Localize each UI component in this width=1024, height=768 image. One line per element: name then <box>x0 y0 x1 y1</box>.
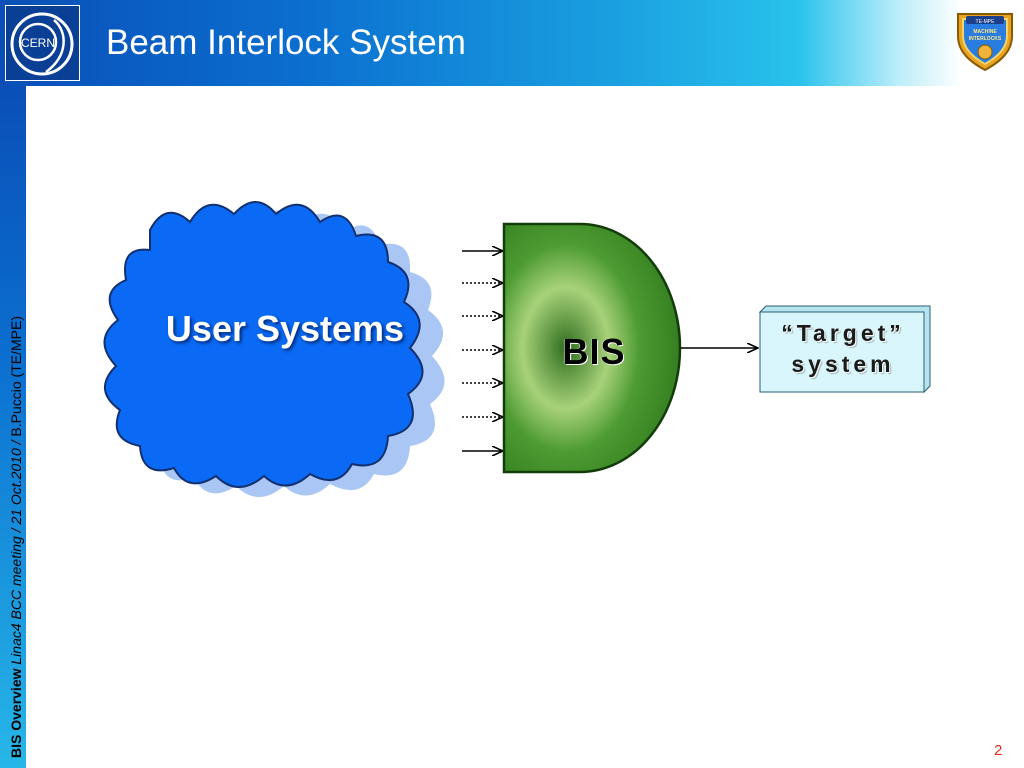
target-line-2: system <box>791 351 895 377</box>
svg-text:INTERLOCKS: INTERLOCKS <box>969 36 1002 42</box>
svg-text:MACHINE: MACHINE <box>973 29 997 35</box>
side-bar <box>0 86 26 768</box>
page-number: 2 <box>994 742 1003 759</box>
input-arrows <box>462 251 503 451</box>
target-line-1: “Target” <box>781 320 905 346</box>
user-systems-label: User Systems <box>165 308 405 349</box>
bis-and-gate <box>502 222 682 474</box>
bis-label: BIS <box>562 331 626 372</box>
cern-logo-mark: CERN <box>10 12 74 76</box>
slide-title: Beam Interlock System <box>106 23 466 62</box>
machine-interlocks-badge: TE-MPE MACHINE INTERLOCKS <box>952 8 1018 72</box>
cern-logo: CERN <box>5 5 80 81</box>
target-system-label: “Target” system <box>760 318 926 380</box>
user-systems-cloud <box>103 201 424 488</box>
svg-text:TE-MPE: TE-MPE <box>976 19 996 25</box>
cern-logo-text: CERN <box>21 36 55 50</box>
title-bar: CERN Beam Interlock System TE-MPE MACHIN… <box>0 0 1024 86</box>
target-system-box <box>758 305 931 394</box>
